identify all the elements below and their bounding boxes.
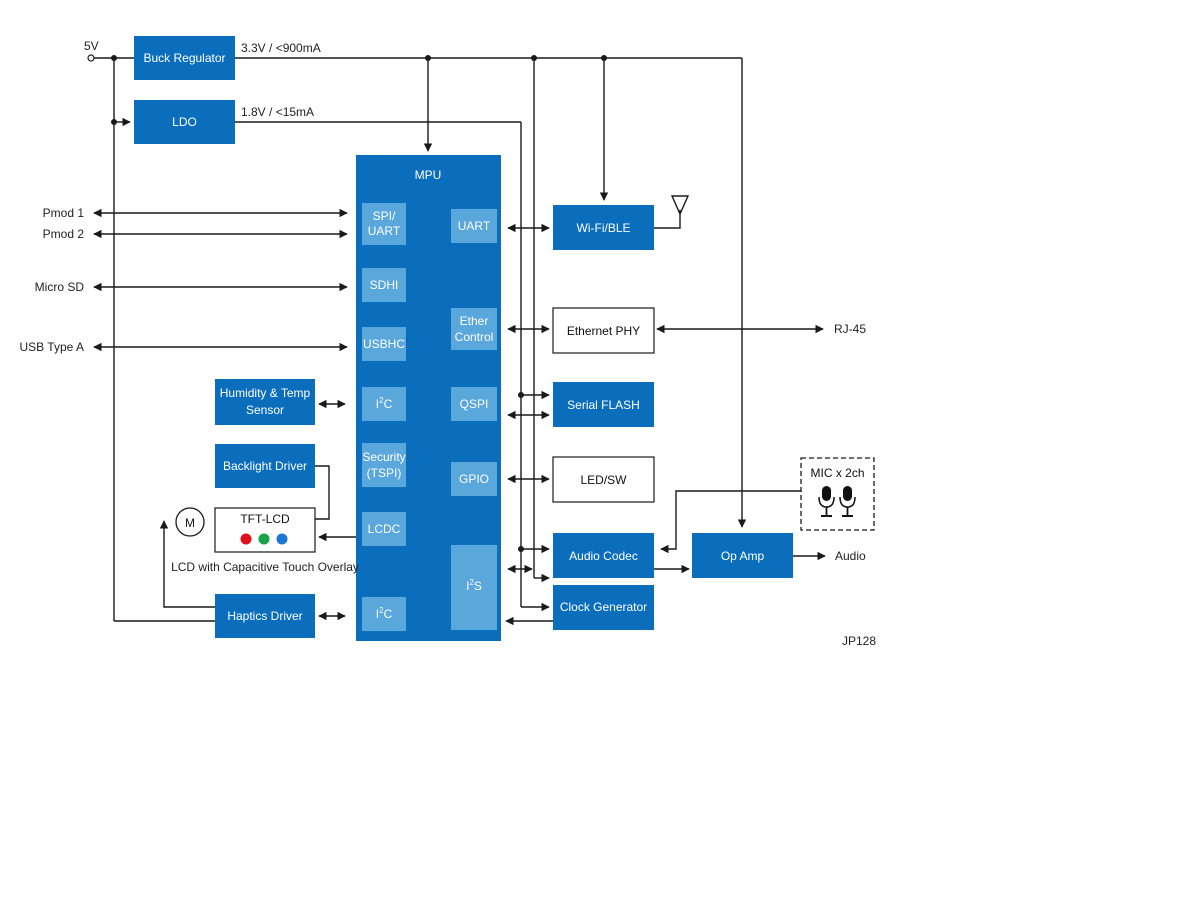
- port-lcdc: [362, 512, 406, 546]
- rail-1v8-label: 1.8V / <15mA: [241, 105, 314, 119]
- lcd-caption: LCD with Capacitive Touch Overlay: [171, 560, 359, 574]
- connection-wires: [93, 57, 826, 626]
- port-security-tspi: [362, 443, 406, 487]
- junction-dot: [601, 55, 607, 61]
- humidity-label-line2: Sensor: [246, 403, 284, 417]
- port-ether-line2: Control: [455, 330, 494, 344]
- motor-icon: [175, 507, 205, 537]
- mpu-label: MPU: [415, 168, 442, 182]
- port-i2c-lower-label: I2C: [376, 606, 393, 621]
- port-usbhc: [362, 327, 406, 361]
- ldo-block: [134, 100, 235, 144]
- mic-label: MIC x 2ch: [810, 466, 864, 480]
- rgb-dot-blue-icon: [276, 533, 288, 545]
- wire-haptics-motor: [159, 520, 215, 608]
- port-i2s: [451, 545, 497, 630]
- buck-regulator-block: [134, 36, 235, 80]
- haptics-driver-block: [215, 594, 315, 638]
- port-uart-label: UART: [458, 219, 491, 233]
- op-amp-block: [692, 533, 793, 578]
- humidity-label-line1: Humidity & Temp: [220, 386, 311, 400]
- ethernet-phy-block: [552, 307, 655, 354]
- pmod2-label: Pmod 2: [43, 227, 85, 241]
- tft-lcd-label: TFT-LCD: [240, 512, 290, 526]
- port-ether-line1: Ether: [460, 314, 489, 328]
- junction-dot: [531, 55, 537, 61]
- 5v-label: 5V: [84, 39, 99, 53]
- ethernet-phy-label: Ethernet PHY: [567, 324, 640, 338]
- port-spi-uart-line2: UART: [368, 224, 401, 238]
- wifi-ble-block: [553, 205, 654, 250]
- buck-regulator-label: Buck Regulator: [143, 51, 225, 65]
- port-qspi-label: QSPI: [460, 397, 489, 411]
- serial-flash-block: [553, 382, 654, 427]
- port-spi-uart-line1: SPI/: [373, 209, 396, 223]
- junction-dot: [518, 546, 524, 552]
- rgb-dot-red-icon: [240, 533, 252, 545]
- ldo-label: LDO: [172, 115, 197, 129]
- usb-type-a-label: USB Type A: [20, 340, 84, 354]
- audio-out-label: Audio: [835, 549, 866, 563]
- port-i2c-upper: [362, 387, 406, 421]
- port-security-line1: Security: [362, 450, 405, 464]
- motor-label: M: [185, 516, 195, 530]
- port-gpio-label: GPIO: [459, 472, 489, 486]
- wire-backlight-lcd: [315, 465, 330, 520]
- junction-dot: [111, 55, 117, 61]
- junction-dots: [111, 55, 607, 552]
- microphone-icon: [818, 486, 835, 517]
- audio-codec-block: [553, 533, 654, 578]
- port-qspi: [451, 387, 497, 421]
- clock-generator-label: Clock Generator: [560, 600, 647, 614]
- rj45-label: RJ-45: [834, 322, 866, 336]
- junction-dot: [425, 55, 431, 61]
- clock-generator-block: [553, 585, 654, 630]
- junction-dot: [111, 119, 117, 125]
- port-security-line2: (TSPI): [367, 466, 402, 480]
- antenna-icon: [670, 195, 690, 216]
- led-sw-block: [552, 456, 655, 503]
- port-sdhi: [362, 268, 406, 302]
- figure-id: JP128: [842, 634, 876, 648]
- led-sw-label: LED/SW: [580, 473, 627, 487]
- port-spi-uart: [362, 203, 406, 245]
- mic-box: [800, 457, 875, 531]
- port-i2c-lower: [362, 597, 406, 631]
- port-ether-control: [451, 308, 497, 350]
- port-i2s-label: I2S: [466, 578, 482, 593]
- pmod1-label: Pmod 1: [43, 206, 85, 220]
- serial-flash-label: Serial FLASH: [567, 398, 640, 412]
- wire-mic-codec: [660, 490, 801, 554]
- microsd-label: Micro SD: [35, 280, 85, 294]
- audio-codec-label: Audio Codec: [569, 549, 638, 563]
- op-amp-label: Op Amp: [721, 549, 765, 563]
- port-usbhc-label: USBHC: [363, 337, 405, 351]
- port-lcdc-label: LCDC: [368, 522, 401, 536]
- backlight-driver-label: Backlight Driver: [223, 459, 307, 473]
- tft-lcd-block: [214, 507, 316, 553]
- microphone-icon: [839, 486, 856, 517]
- 5v-terminal: [87, 54, 95, 62]
- port-i2c-upper-label: I2C: [376, 396, 393, 411]
- wifi-ble-label: Wi-Fi/BLE: [577, 221, 631, 235]
- backlight-driver-block: [215, 444, 315, 488]
- wire-wifi-antenna: [654, 210, 681, 229]
- port-uart: [451, 209, 497, 243]
- rgb-dot-green-icon: [258, 533, 270, 545]
- junction-dot: [518, 392, 524, 398]
- rail-3v3-label: 3.3V / <900mA: [241, 41, 321, 55]
- haptics-driver-label: Haptics Driver: [227, 609, 302, 623]
- port-gpio: [451, 462, 497, 496]
- port-sdhi-label: SDHI: [370, 278, 399, 292]
- humidity-temp-sensor-block: [215, 379, 315, 425]
